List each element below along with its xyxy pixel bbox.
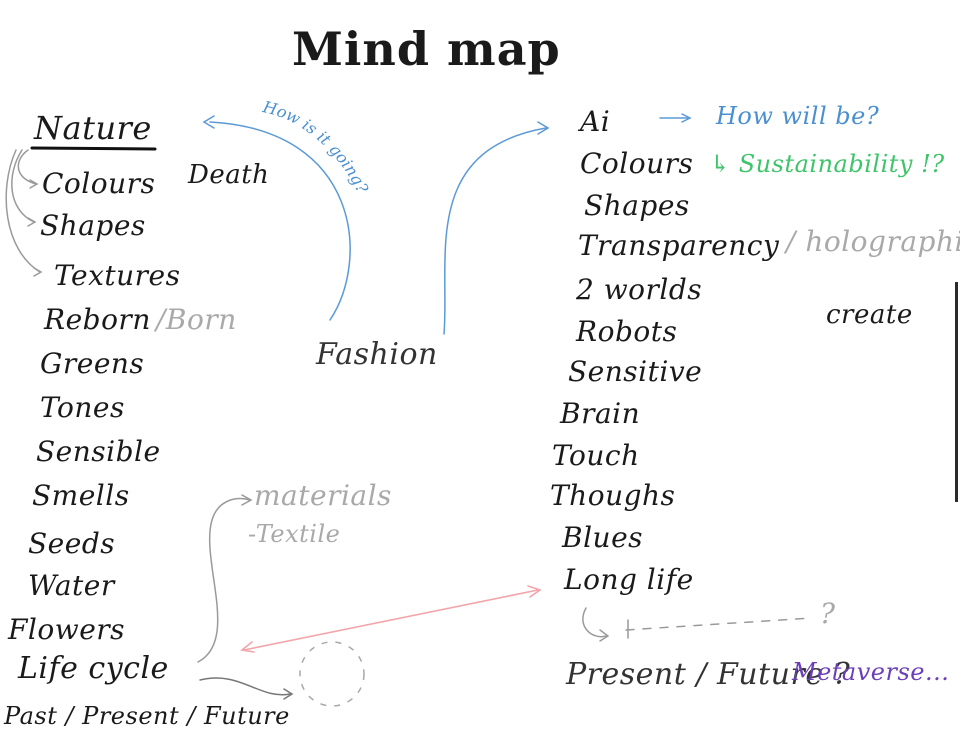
nature-colours: Colours [42,167,156,200]
how-will-be-label: How will be? [716,102,880,130]
nature-life-cycle: Life cycle [18,651,169,686]
arrowhead-shapes [27,217,37,227]
nature-bracket-colours [17,149,37,185]
ai-label: Ai [580,105,611,138]
arrowhead-textures [33,267,43,277]
future-two-worlds: 2 worlds [576,273,703,306]
arrowhead-materials [241,494,253,506]
future-long-life: Long life [564,563,694,596]
nature-bracket-shapes [11,149,35,223]
nature-textures: Textures [54,259,181,292]
materials-label: materials [254,479,392,512]
arrowhead-pink-right [527,585,542,598]
longlife-hook [582,607,607,638]
death-label: Death [188,160,270,190]
nature-sensible: Sensible [36,435,161,468]
future-thoughs: Thoughs [550,479,676,512]
arrowhead-how [681,113,692,123]
future-colours: Colours [580,147,694,180]
scroll-edge-bar [955,282,958,502]
future-touch: Touch [552,439,640,472]
nature-tones: Tones [40,391,125,424]
nature-flowers: Flowers [8,613,126,646]
future-transparency: Transparency [578,229,780,262]
nature-greens: Greens [40,347,145,380]
future-sensitive: Sensitive [568,355,703,388]
dotted-circle [299,641,365,707]
how-is-it-going-label: How is it going? [260,97,372,197]
arrowhead-circle [283,688,294,700]
nature-born: /Born [156,303,237,336]
present-future-label: Present / Future ? [566,657,851,692]
nature-past-present-future: Past / Present / Future [4,702,290,730]
arrowhead-hook [599,629,610,642]
arrowhead-ai [537,121,550,135]
metaverse-label: Metaverse... [792,658,950,686]
fashion-to-nature-arc [209,121,351,321]
nature-reborn: Reborn [44,303,151,336]
arrowhead-pink-left [240,641,255,653]
future-blues: Blues [562,521,644,554]
future-brain: Brain [560,397,641,430]
dashed-question-mark: ? [820,597,836,630]
nature-heading: Nature [34,109,152,147]
sustainability-label: ↳ Sustainability !? [710,150,945,178]
lifecycle-to-circle-arc [199,677,291,696]
lifecycle-to-materials-arc [197,497,251,663]
holographic-label: / holographic [786,225,960,258]
nature-underline [30,146,157,151]
future-shapes: Shapes [584,189,690,222]
arrowhead-nature [202,115,215,129]
nature-water: Water [28,569,115,602]
fashion-to-ai-arc [443,127,547,335]
future-robots: Robots [576,315,678,348]
fashion-label: Fashion [316,337,438,372]
nature-bracket-textures [5,149,41,273]
nature-seeds: Seeds [28,527,116,560]
page-title: Mind map [292,22,561,76]
nature-smells: Smells [32,479,130,512]
arrowhead-colours [29,179,39,189]
textile-label: -Textile [248,520,341,548]
nature-shapes: Shapes [40,209,146,242]
dashed-line [625,617,813,631]
create-label: create [826,300,913,330]
lifecycle-longlife-link [243,589,539,651]
